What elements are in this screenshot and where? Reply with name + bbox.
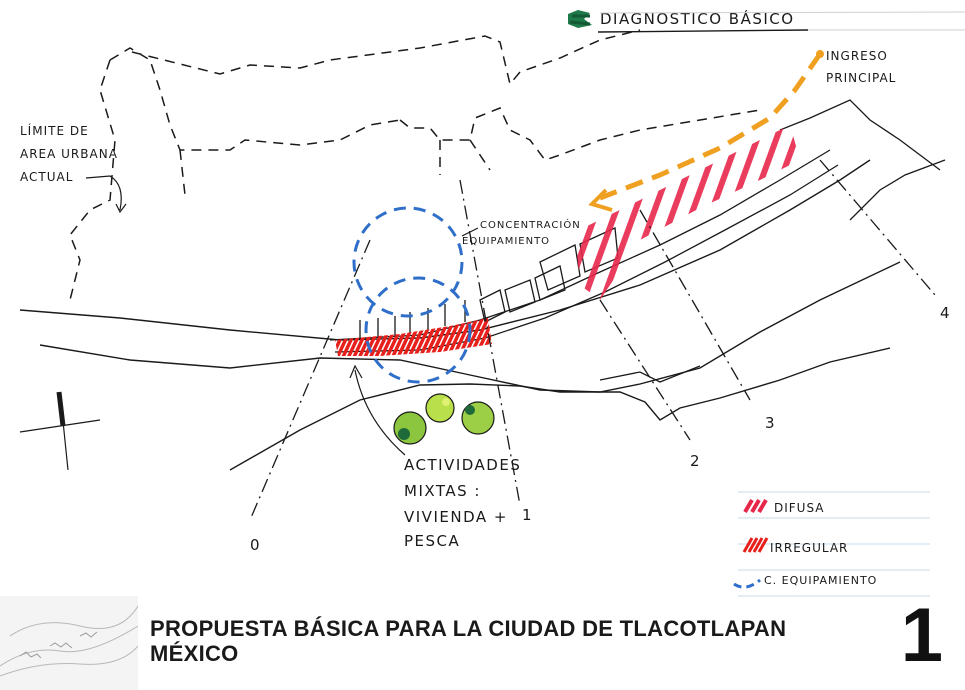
actividades-leader bbox=[349, 364, 406, 456]
axis-label-3: 3 bbox=[765, 414, 776, 432]
sheet-number: 1 bbox=[900, 593, 943, 678]
actividades-label-line4: PESCA bbox=[404, 532, 460, 550]
legend: DIFUSA IRREGULAR C. EQUIPAMIENTO bbox=[733, 491, 930, 597]
legend-label-irregular: IRREGULAR bbox=[770, 541, 848, 555]
actividades-label-line2: MIXTAS : bbox=[404, 482, 481, 500]
river-upper-edge bbox=[19, 159, 871, 341]
limite-label-line2: AREA URBANA bbox=[20, 147, 118, 161]
aerial-thumbnail bbox=[0, 596, 138, 690]
concentracion-leader bbox=[461, 227, 479, 237]
axis-label-2: 2 bbox=[690, 452, 701, 470]
actividades-label-line3: VIVIENDA + bbox=[404, 508, 508, 526]
urban-boundary-line bbox=[69, 29, 761, 301]
sheet-title: PROPUESTA BÁSICA PARA LA CIUDAD DE TLACO… bbox=[150, 616, 870, 666]
legend-label-difusa: DIFUSA bbox=[774, 501, 825, 515]
heading-marker-icon bbox=[568, 10, 592, 28]
axis-label-0: 0 bbox=[250, 536, 261, 554]
ingreso-label-line1: INGRESO bbox=[826, 49, 888, 63]
tree-cluster-icon bbox=[393, 393, 495, 445]
shoreline-south bbox=[229, 347, 891, 471]
heading-underline bbox=[597, 29, 809, 33]
actividades-label-line1: ACTIVIDADES bbox=[404, 456, 521, 474]
concentracion-label-line1: CONCENTRACIÓN bbox=[480, 218, 581, 231]
equipamiento-circles bbox=[352, 206, 472, 384]
axis-lines bbox=[249, 159, 936, 521]
sheet-rule bbox=[599, 11, 965, 31]
limite-label-line3: ACTUAL bbox=[20, 170, 73, 184]
legend-label-equipamiento: C. EQUIPAMIENTO bbox=[764, 574, 877, 587]
legend-symbol-difusa bbox=[743, 498, 768, 514]
heading-text: DIAGNOSTICO BÁSICO bbox=[600, 9, 795, 28]
axis-label-1: 1 bbox=[522, 506, 533, 524]
legend-symbol-irregular bbox=[742, 537, 769, 553]
sheet-title-line1: PROPUESTA BÁSICA PARA LA CIUDAD DE TLACO… bbox=[150, 616, 787, 641]
concentracion-label-line2: EQUIPAMIENTO bbox=[462, 236, 550, 247]
sheet-title-line2: MÉXICO bbox=[150, 641, 239, 666]
ingreso-principal-arrow bbox=[588, 50, 824, 212]
north-arrow-icon bbox=[19, 391, 101, 471]
limite-label-line1: LÍMITE DE bbox=[20, 123, 89, 138]
river-lower-edge bbox=[39, 261, 901, 393]
axis-label-4: 4 bbox=[940, 304, 951, 322]
irregular-zone bbox=[335, 318, 492, 356]
limite-leader bbox=[85, 175, 127, 214]
legend-symbol-equipamiento bbox=[733, 578, 761, 589]
ingreso-label-line2: PRINCIPAL bbox=[826, 71, 896, 85]
difusa-zone bbox=[575, 125, 800, 300]
